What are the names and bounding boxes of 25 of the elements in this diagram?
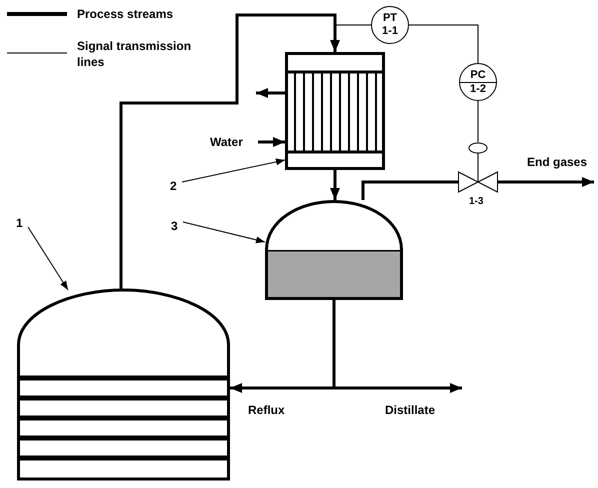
process-stream-line [258, 137, 285, 147]
process-stream-line [120, 14, 340, 290]
leader-line [182, 158, 286, 182]
instrument-tag: PT [382, 12, 398, 25]
instrument-bubble [371, 6, 409, 44]
signal-line [408, 24, 478, 64]
process-stream-line [330, 170, 340, 200]
instrument-tag: 1-2 [470, 82, 486, 96]
process-stream-line [332, 300, 462, 393]
stream-label: End gases [527, 154, 588, 170]
callout-number: 3 [171, 219, 178, 233]
callout-number: 2 [170, 179, 177, 193]
instrument-tag: 1-1 [382, 25, 398, 38]
signal-line [334, 24, 372, 26]
instrument-bubble [459, 63, 497, 101]
leader-line [182, 222, 266, 244]
process-stream-line [362, 180, 458, 200]
instrument-tag: PC [470, 68, 486, 82]
valve-tag: 1-3 [469, 196, 484, 208]
legend-text: Process streams [77, 6, 174, 22]
callout-number: 1 [16, 216, 23, 230]
process-stream-line [256, 88, 285, 98]
process-stream-line [498, 177, 594, 187]
legend-text: Signal transmission lines [77, 38, 192, 70]
leader-line [28, 226, 68, 290]
